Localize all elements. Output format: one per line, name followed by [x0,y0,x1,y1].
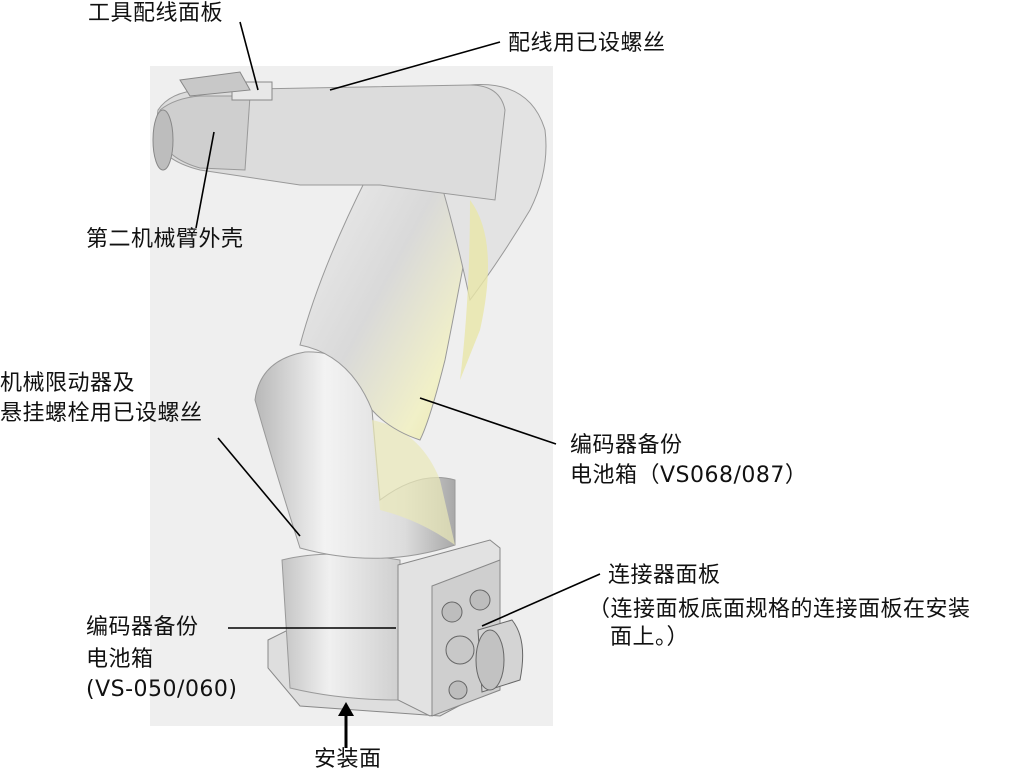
label-encoder-upper-line2: 电池箱（VS068/087） [570,463,808,488]
connector-port-3 [445,635,475,665]
leader-encoder-upper [419,397,557,445]
label-stopper-line1: 机械限动器及 [0,371,136,396]
connector-port-1 [441,601,463,623]
leader-connector-panel [481,573,601,627]
leader-tool-wiring-panel [239,21,259,91]
label-tool-wiring-panel: 工具配线面板 [88,1,224,26]
connector-port-4 [448,680,468,700]
label-encoder-lower-line3: (VS-050/060) [86,677,238,702]
label-mounting-surface: 安装面 [314,747,382,772]
connector-port-2 [469,589,491,611]
leader-arm2-cover [195,131,215,229]
label-encoder-upper-line1: 编码器备份 [570,433,683,458]
leader-wiring-screws [329,41,501,91]
label-connector-note-line2: 面上。） [610,625,690,650]
label-stopper-line2: 悬挂螺栓用已设螺丝 [0,401,203,426]
label-connector-note-line1: （连接面板底面规格的连接面板在安装 [588,597,971,622]
label-connector-panel: 连接器面板 [608,563,721,588]
label-encoder-lower-line1: 编码器备份 [86,615,199,640]
label-arm2-cover: 第二机械臂外壳 [86,227,244,252]
label-encoder-lower-line2: 电池箱 [86,647,154,672]
leader-stopper [217,437,301,537]
label-wiring-screws: 配线用已设螺丝 [508,31,666,56]
mounting-arrow [338,702,354,748]
wrist-flange [152,109,174,171]
